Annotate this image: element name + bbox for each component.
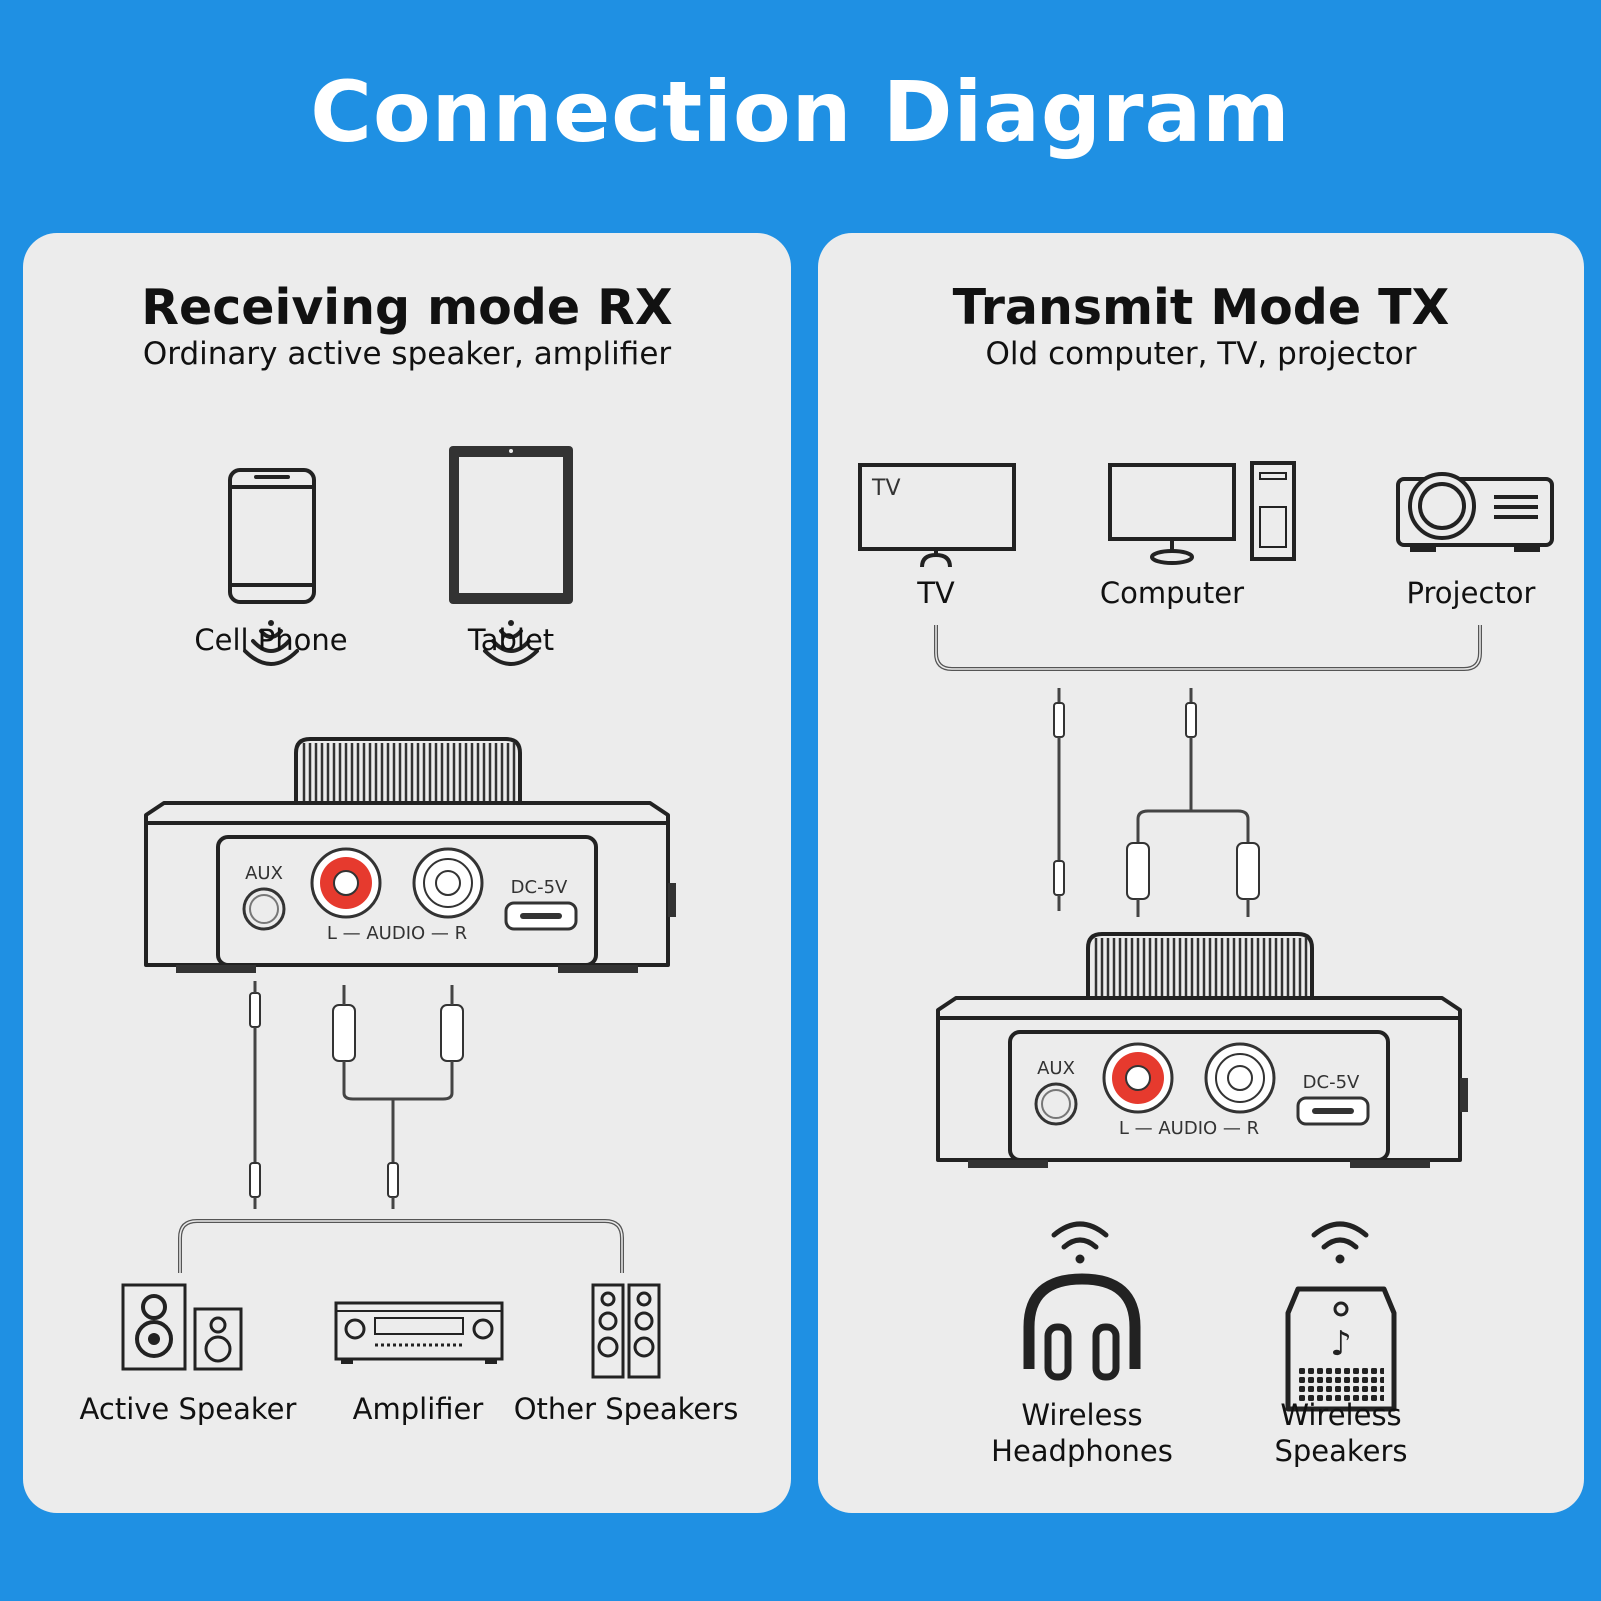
rx-audio-label: L — AUDIO — R: [327, 923, 467, 944]
tx-output-label-line1: Wireless: [1280, 1398, 1402, 1432]
phone-icon: [228, 468, 316, 604]
rx-source-label: Tablet: [467, 623, 555, 657]
aux-cable: [1053, 688, 1065, 911]
tv-icon: TV: [858, 463, 1016, 568]
bluetooth-device: AUX L — AUDIO — R DC-5V: [144, 737, 676, 973]
signal-icon-tablet: [483, 620, 539, 666]
amplifier-icon: [334, 1301, 504, 1364]
tv-screen-text: TV: [871, 476, 901, 501]
tx-diagram: TV: [858, 461, 1554, 1412]
wifi-icon-speakers: [1311, 1221, 1369, 1264]
tx-output-label-line1: Wireless: [1021, 1398, 1143, 1432]
tx-subtitle: Old computer, TV, projector: [985, 336, 1417, 372]
rx-source-label: Cell Phone: [194, 623, 348, 657]
active-speaker-icon: [121, 1283, 243, 1371]
rx-aux-label: AUX: [245, 863, 283, 884]
tx-output-label-line2: Headphones: [991, 1434, 1173, 1468]
tx-source-label: Projector: [1406, 576, 1536, 610]
bluetooth-device: AUX L — AUDIO — R DC-5V: [936, 932, 1468, 1168]
projector-icon: [1396, 472, 1554, 552]
computer-icon: [1108, 461, 1296, 565]
tablet-icon: [449, 446, 573, 604]
tx-audio-label: L — AUDIO — R: [1119, 1118, 1259, 1139]
other-speakers-icon: [591, 1283, 661, 1379]
wifi-icon-headphones: [1051, 1221, 1109, 1264]
page-title: Connection Diagram: [310, 63, 1291, 161]
rca-cable: [332, 985, 464, 1209]
tx-source-label: TV: [917, 576, 955, 610]
tx-source-bracket: [934, 625, 1482, 671]
rx-dc-label: DC-5V: [511, 877, 568, 898]
signal-icon-phone: [243, 620, 299, 666]
rx-diagram: AUX L — AUDIO — R DC-5V: [121, 446, 676, 1379]
rx-output-label: Other Speakers: [513, 1392, 739, 1426]
tx-panel: Transmit Mode TX Old computer, TV, proje…: [818, 233, 1584, 1513]
rx-output-label: Active Speaker: [79, 1392, 297, 1426]
wireless-speaker-icon: ♪: [1285, 1286, 1397, 1412]
rca-cable: [1126, 688, 1260, 917]
rx-panel: Receiving mode RX Ordinary active speake…: [23, 233, 791, 1513]
tx-output-label-line2: Speakers: [1274, 1434, 1408, 1468]
rx-output-bracket: [178, 1219, 624, 1273]
tx-dc-label: DC-5V: [1303, 1072, 1360, 1093]
aux-cable: [249, 981, 261, 1209]
svg-text:♪: ♪: [1330, 1324, 1352, 1364]
rx-title: Receiving mode RX: [141, 279, 673, 336]
tx-source-label: Computer: [1099, 576, 1245, 610]
headphones-icon: [1023, 1273, 1141, 1381]
tx-aux-label: AUX: [1037, 1058, 1075, 1079]
rx-output-label: Amplifier: [352, 1392, 484, 1426]
tx-title: Transmit Mode TX: [952, 279, 1450, 336]
rx-subtitle: Ordinary active speaker, amplifier: [142, 336, 672, 372]
